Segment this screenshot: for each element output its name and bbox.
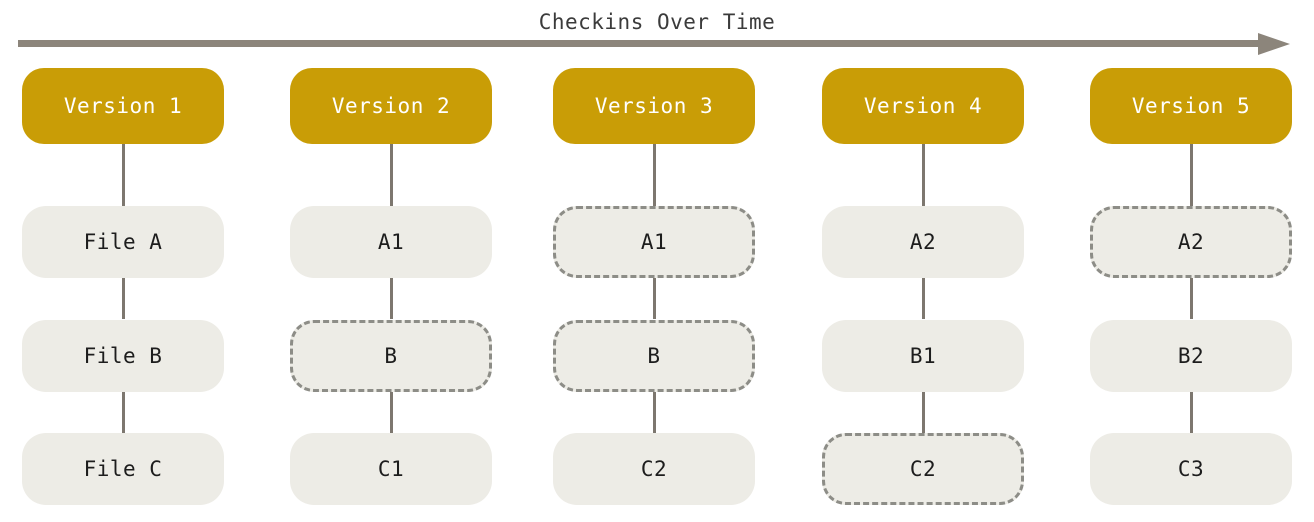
connector-a-to-b (653, 275, 656, 319)
connector-version-to-a (122, 141, 125, 211)
file-node-5-c[interactable]: C3 (1090, 433, 1292, 505)
timeline-arrow-shaft (18, 40, 1264, 47)
connector-b-to-c (653, 389, 656, 433)
connector-version-to-a (390, 141, 393, 211)
timeline-arrow (0, 32, 1314, 60)
connector-b-to-c (1190, 389, 1193, 433)
connector-a-to-b (390, 275, 393, 319)
version-pill-5[interactable]: Version 5 (1090, 68, 1292, 144)
file-node-2-b[interactable]: B (290, 320, 492, 392)
version-pill-4[interactable]: Version 4 (822, 68, 1024, 144)
connector-b-to-c (122, 389, 125, 433)
connector-version-to-a (1190, 141, 1193, 211)
connector-version-to-a (922, 141, 925, 211)
version-pill-3[interactable]: Version 3 (553, 68, 755, 144)
connector-version-to-a (653, 141, 656, 211)
file-node-3-b[interactable]: B (553, 320, 755, 392)
connector-a-to-b (122, 275, 125, 319)
file-node-3-c[interactable]: C2 (553, 433, 755, 505)
file-node-4-b[interactable]: B1 (822, 320, 1024, 392)
connector-b-to-c (390, 389, 393, 433)
file-node-2-c[interactable]: C1 (290, 433, 492, 505)
connector-b-to-c (922, 389, 925, 433)
connector-a-to-b (1190, 275, 1193, 319)
file-node-1-c[interactable]: File C (22, 433, 224, 505)
page-title: Checkins Over Time (538, 10, 776, 34)
file-node-1-a[interactable]: File A (22, 206, 224, 278)
file-node-3-a[interactable]: A1 (553, 206, 755, 278)
file-node-5-b[interactable]: B2 (1090, 320, 1292, 392)
file-node-4-c[interactable]: C2 (822, 433, 1024, 505)
version-pill-2[interactable]: Version 2 (290, 68, 492, 144)
file-node-2-a[interactable]: A1 (290, 206, 492, 278)
file-node-4-a[interactable]: A2 (822, 206, 1024, 278)
file-node-1-b[interactable]: File B (22, 320, 224, 392)
version-pill-1[interactable]: Version 1 (22, 68, 224, 144)
connector-a-to-b (922, 275, 925, 319)
file-node-5-a[interactable]: A2 (1090, 206, 1292, 278)
timeline-arrow-head-icon (1258, 33, 1290, 55)
